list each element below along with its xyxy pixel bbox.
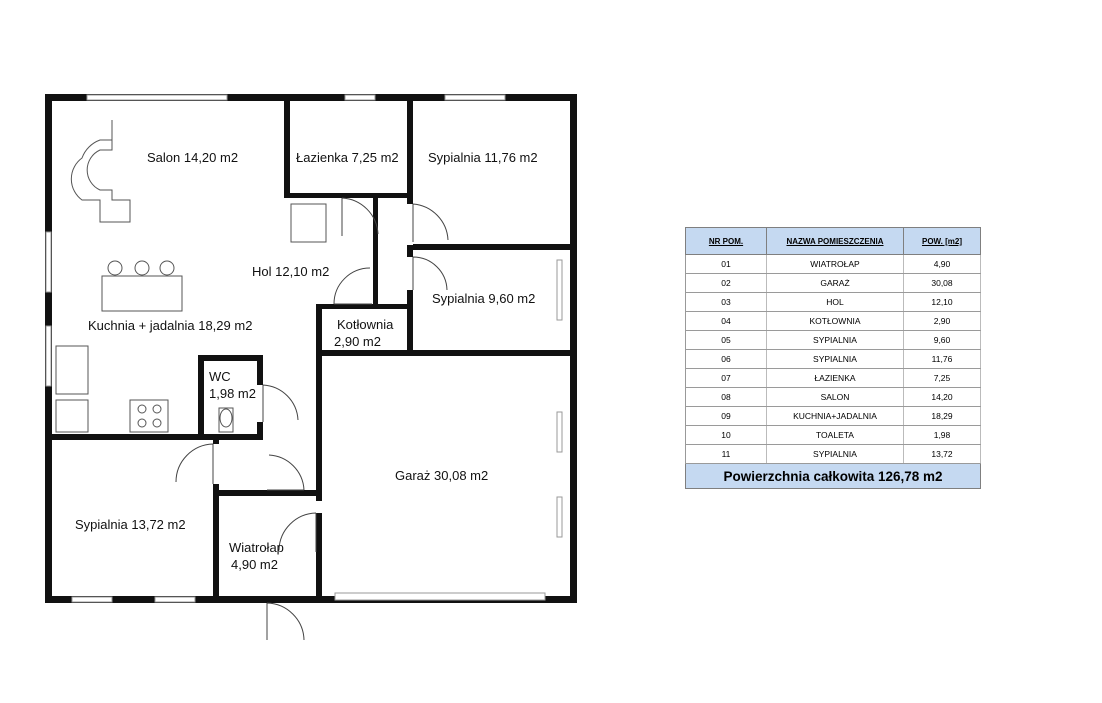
table-header-row: NR POM. NAZWA POMIESZCZENIA POW. [m2] [685,227,981,255]
cell-area: 30,08 [903,273,981,293]
label-sypialnia-960: Sypialnia 9,60 m2 [432,291,535,306]
cell-name: SYPIALNIA [766,349,904,369]
floor-plan: Salon 14,20 m2 Łazienka 7,25 m2 Sypialni… [45,94,577,641]
cell-area: 12,10 [903,292,981,312]
cell-nr: 02 [685,273,767,293]
cell-nr: 03 [685,292,767,312]
cell-nr: 11 [685,444,767,464]
table-row: 03 HOL 12,10 [685,292,981,312]
interior-walls [52,101,570,603]
cell-area: 9,60 [903,330,981,350]
label-salon: Salon 14,20 m2 [147,150,238,165]
label-sypialnia-1372: Sypialnia 13,72 m2 [75,517,186,532]
header-area: POW. [m2] [903,227,981,255]
cell-nr: 09 [685,406,767,426]
table-row: 05 SYPIALNIA 9,60 [685,330,981,350]
table-row: 08 SALON 14,20 [685,387,981,407]
table-row: 11 SYPIALNIA 13,72 [685,444,981,464]
table-row: 09 KUCHNIA+JADALNIA 18,29 [685,406,981,426]
cell-name: HOL [766,292,904,312]
label-kotlownia-area: 2,90 m2 [334,334,381,349]
cell-nr: 06 [685,349,767,369]
table-row: 02 GARAŻ 30,08 [685,273,981,293]
label-kuchnia: Kuchnia + jadalnia 18,29 m2 [88,318,252,333]
cell-nr: 05 [685,330,767,350]
cell-area: 4,90 [903,254,981,274]
cell-area: 13,72 [903,444,981,464]
doors [175,197,449,641]
cell-nr: 04 [685,311,767,331]
table-row: 06 SYPIALNIA 11,76 [685,349,981,369]
cell-name: ŁAZIENKA [766,368,904,388]
cell-area: 11,76 [903,349,981,369]
cell-name: KUCHNIA+JADALNIA [766,406,904,426]
cell-name: SALON [766,387,904,407]
table-row: 04 KOTŁOWNIA 2,90 [685,311,981,331]
cell-nr: 01 [685,254,767,274]
label-wiatrolap-name: Wiatrołap [229,540,284,555]
cell-area: 1,98 [903,425,981,445]
table-row: 10 TOALETA 1,98 [685,425,981,445]
table-row: 07 ŁAZIENKA 7,25 [685,368,981,388]
cell-name: TOALETA [766,425,904,445]
cell-name: KOTŁOWNIA [766,311,904,331]
label-wc-name: WC [209,369,231,384]
room-labels: Salon 14,20 m2 Łazienka 7,25 m2 Sypialni… [75,150,538,572]
label-kotlownia-name: Kotłownia [337,317,394,332]
room-area-table: NR POM. NAZWA POMIESZCZENIA POW. [m2] 01… [685,227,981,489]
total-area: Powierzchnia całkowita 126,78 m2 [685,463,981,489]
windows [45,94,563,603]
header-name: NAZWA POMIESZCZENIA [766,227,904,255]
label-hol: Hol 12,10 m2 [252,264,329,279]
table-total-row: Powierzchnia całkowita 126,78 m2 [685,463,981,489]
label-wiatrolap-area: 4,90 m2 [231,557,278,572]
label-lazienka: Łazienka 7,25 m2 [296,150,399,165]
label-garaz: Garaż 30,08 m2 [395,468,488,483]
label-wc-area: 1,98 m2 [209,386,256,401]
header-nr: NR POM. [685,227,767,255]
cell-nr: 07 [685,368,767,388]
cell-area: 2,90 [903,311,981,331]
cell-name: SYPIALNIA [766,330,904,350]
furniture [55,120,327,433]
cell-area: 7,25 [903,368,981,388]
label-sypialnia-1176: Sypialnia 11,76 m2 [428,150,538,165]
cell-name: WIATROŁAP [766,254,904,274]
cell-area: 18,29 [903,406,981,426]
cell-area: 14,20 [903,387,981,407]
table-row: 01 WIATROŁAP 4,90 [685,254,981,274]
cell-name: SYPIALNIA [766,444,904,464]
cell-nr: 10 [685,425,767,445]
cell-nr: 08 [685,387,767,407]
cell-name: GARAŻ [766,273,904,293]
